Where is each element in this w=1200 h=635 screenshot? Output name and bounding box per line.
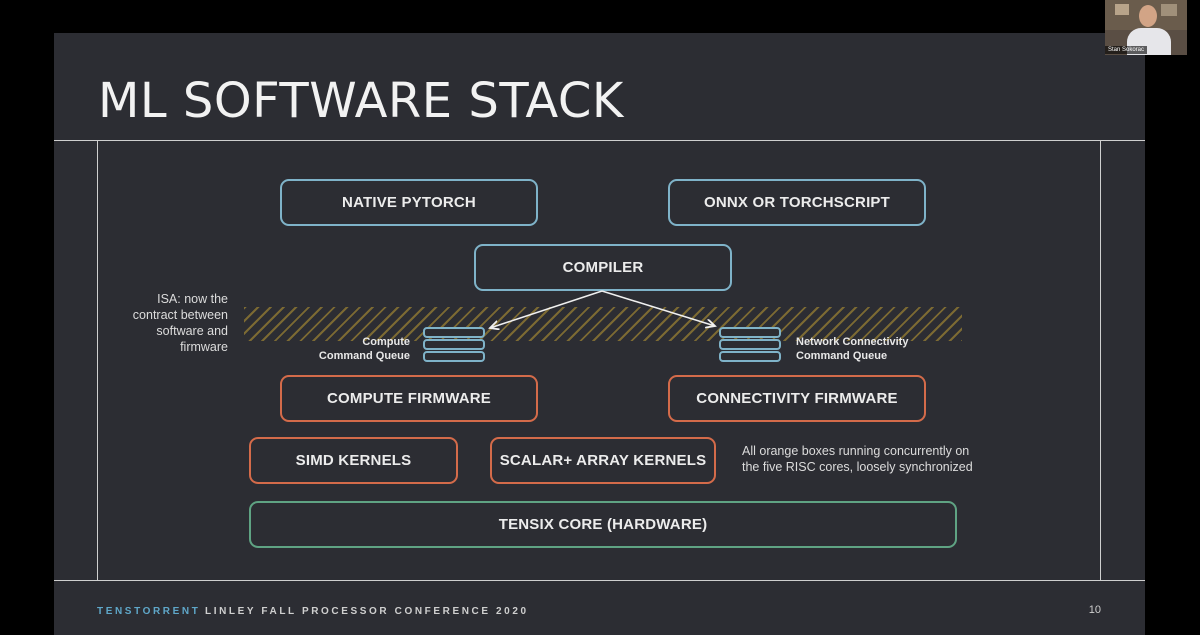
compiler-box: COMPILER <box>474 244 732 291</box>
arrow-to-compute-queue <box>490 290 603 328</box>
left-frame-line <box>97 140 98 580</box>
participant-video-tile[interactable]: Stan Sokorac <box>1105 0 1187 55</box>
compute-command-queue-icon <box>423 327 485 363</box>
network-command-queue-icon <box>719 327 781 363</box>
compute-queue-label: Compute Command Queue <box>318 336 410 362</box>
bottom-divider <box>54 580 1145 581</box>
footer-brand: TENSTORRENT <box>97 606 201 617</box>
isa-boundary-band <box>244 307 962 341</box>
simd-kernels-box: SIMD KERNELS <box>249 437 458 484</box>
tensix-core-box: TENSIX CORE (HARDWARE) <box>249 501 957 548</box>
title-divider <box>54 140 1145 141</box>
network-queue-label: Network Connectivity Command Queue <box>796 336 909 362</box>
orange-boxes-note: All orange boxes running concurrently on… <box>742 444 973 474</box>
isa-note: ISA: now the contract between software a… <box>132 292 228 354</box>
slide-title: ML SOFTWARE STACK <box>98 73 624 129</box>
compute-firmware-box: COMPUTE FIRMWARE <box>280 375 538 422</box>
arrow-to-network-queue <box>601 290 715 326</box>
connectivity-firmware-box: CONNECTIVITY FIRMWARE <box>668 375 926 422</box>
participant-name: Stan Sokorac <box>1105 46 1148 54</box>
page-number: 10 <box>1088 604 1101 616</box>
onnx-torchscript-box: ONNX OR TORCHSCRIPT <box>668 179 926 226</box>
scalar-array-kernels-box: SCALAR+ ARRAY KERNELS <box>490 437 716 484</box>
slide: ML SOFTWARE STACK NATIVE PYTORCH ONNX OR… <box>54 33 1145 635</box>
native-pytorch-box: NATIVE PYTORCH <box>280 179 538 226</box>
compiler-arrows <box>54 290 1145 635</box>
right-frame-line <box>1100 140 1101 580</box>
footer-conference: LINLEY FALL PROCESSOR CONFERENCE 2020 <box>205 606 529 617</box>
